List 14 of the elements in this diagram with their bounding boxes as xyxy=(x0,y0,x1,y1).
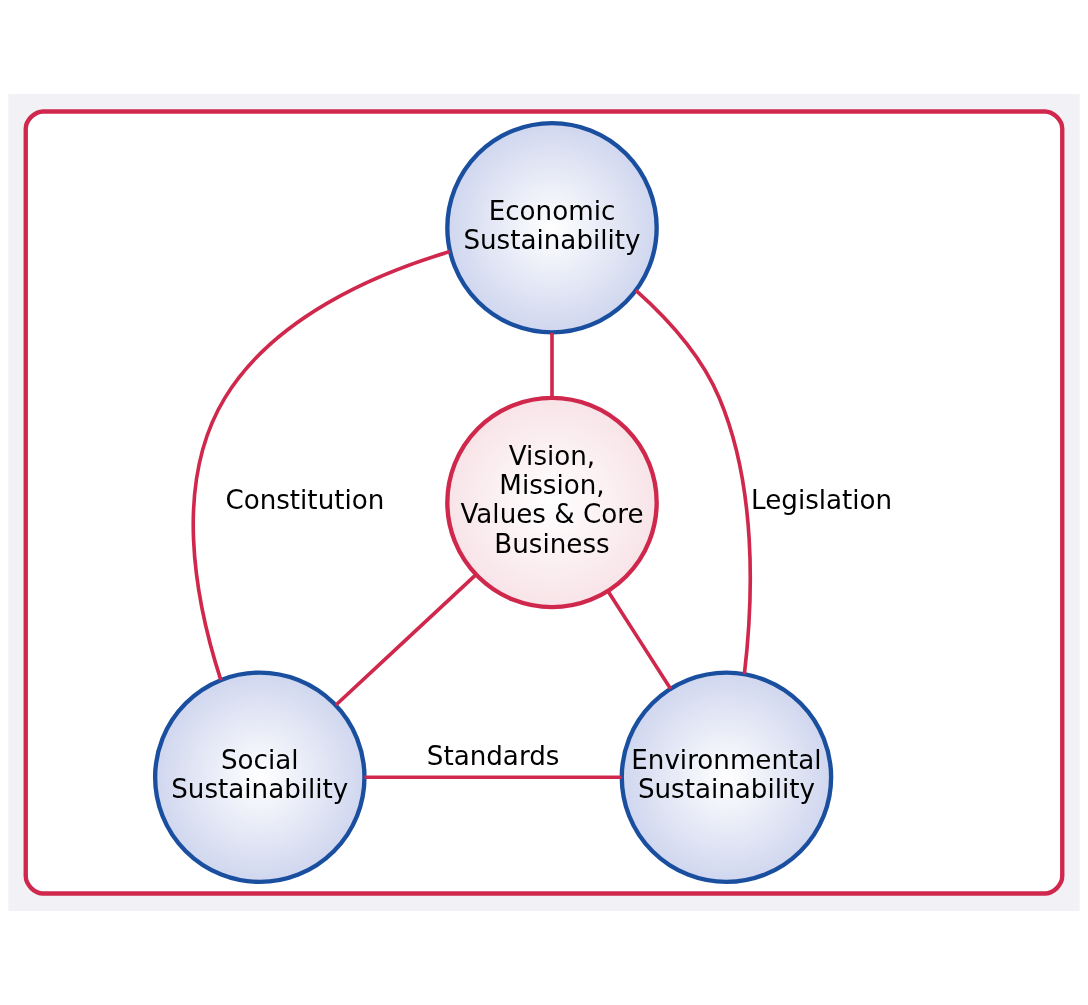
cluster xyxy=(23,109,1065,896)
connector xyxy=(606,590,673,690)
connector xyxy=(550,332,554,398)
connector xyxy=(364,775,622,780)
connector xyxy=(334,573,478,707)
connector xyxy=(634,289,753,675)
node-circle: Social Sustainability xyxy=(152,670,367,885)
node-circle: Economic Sustainability xyxy=(445,120,659,335)
edge-label: Constitution xyxy=(225,484,385,515)
edge-label: Legislation xyxy=(751,484,893,515)
connector xyxy=(191,249,451,681)
node-circle: Environmental Sustainability xyxy=(619,670,834,885)
edge-label: Standards xyxy=(426,740,560,771)
node-circle: Vision, Mission, Values & Core Business xyxy=(445,395,659,610)
